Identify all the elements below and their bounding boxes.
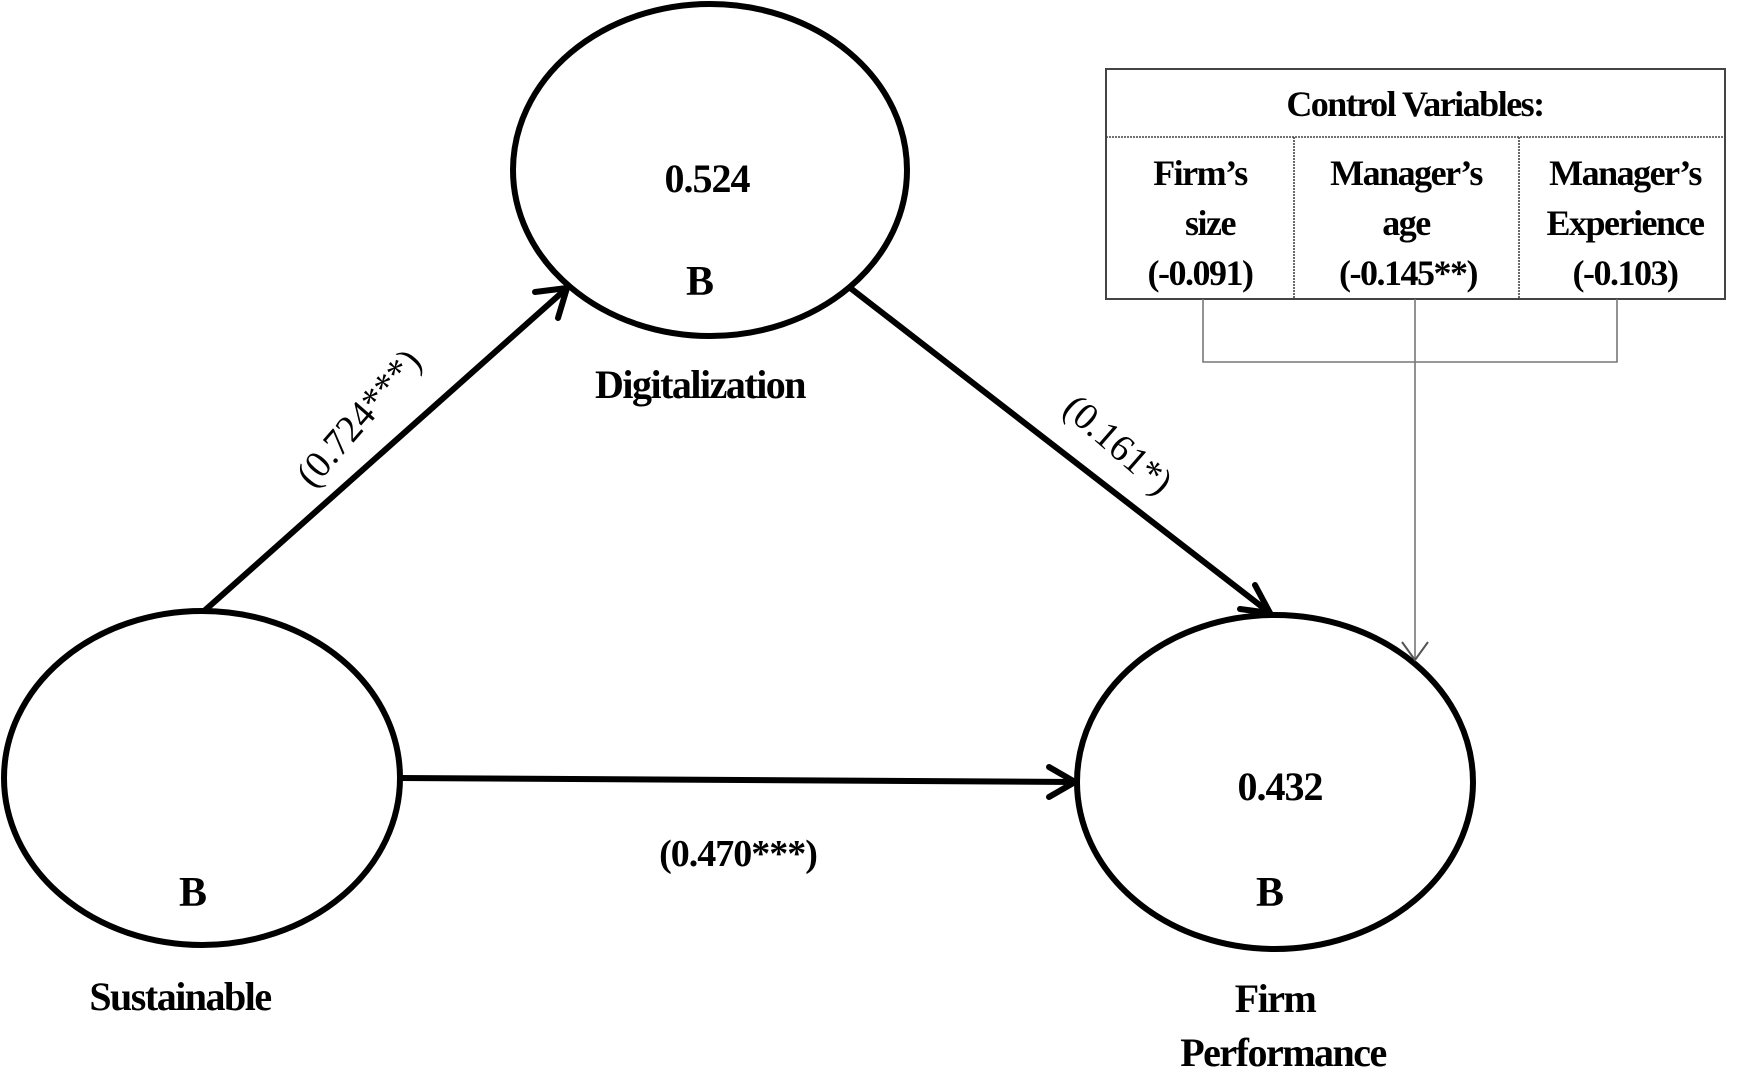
node-label-line1: Firm: [1235, 976, 1317, 1021]
node-label-line2: Performance: [1180, 1030, 1386, 1075]
control-variable-coefficient: (-0.145**): [1339, 253, 1477, 293]
node-digitalization: 0.524 B Digitalization: [510, 1, 910, 407]
latent-variable-ellipse: [1074, 612, 1476, 952]
path-line: [846, 284, 1273, 616]
path-coefficient-label: (0.470***): [659, 833, 817, 875]
r-squared-value: 0.524: [665, 156, 751, 201]
r-squared-value: 0.432: [1238, 764, 1323, 809]
path-sustainable-to-firm-performance: [397, 764, 1078, 800]
node-sustainable: B Sustainable: [1, 608, 403, 1019]
node-marker: B: [1256, 870, 1284, 916]
control-variable-firm-size: Firm’s size (-0.091): [1148, 153, 1255, 293]
node-label: Digitalization: [595, 362, 806, 407]
control-variable-coefficient: (-0.103): [1573, 253, 1678, 293]
control-variable-name: age: [1382, 203, 1431, 243]
control-variable-name: Manager’s: [1330, 153, 1483, 193]
connector-bracket: [1202, 299, 1618, 363]
node-marker: B: [686, 259, 714, 305]
control-variable-manager-experience: Manager’s Experience (-0.103): [1547, 153, 1707, 293]
node-marker: B: [179, 870, 207, 916]
latent-variable-ellipse: [1, 608, 403, 948]
control-variable-name: Firm’s: [1153, 153, 1248, 193]
path-line: [200, 285, 570, 615]
path-digitalization-to-firm-performance: [846, 284, 1273, 616]
control-variable-name: size: [1185, 203, 1236, 243]
node-firm-performance: 0.432 B Firm Performance: [1074, 612, 1476, 1075]
node-label: Sustainable: [89, 974, 271, 1019]
control-variable-coefficient: (-0.091): [1148, 253, 1253, 293]
arrowhead-icon: [1401, 641, 1429, 662]
control-variable-name: Experience: [1547, 203, 1705, 243]
control-variables-table: Control Variables: Firm’s size (-0.091) …: [1105, 68, 1726, 662]
control-box-border: [1105, 68, 1726, 300]
path-sustainable-to-digitalization: [200, 285, 570, 615]
control-connector: [1202, 299, 1618, 662]
control-variable-manager-age: Manager’s age (-0.145**): [1330, 153, 1485, 293]
control-variable-name: Manager’s: [1549, 153, 1702, 193]
path-coefficient-label: (0.161*): [1055, 387, 1181, 504]
latent-variable-ellipse: [510, 1, 910, 339]
control-variables-title: Control Variables:: [1286, 84, 1543, 124]
path-line: [397, 775, 1078, 785]
